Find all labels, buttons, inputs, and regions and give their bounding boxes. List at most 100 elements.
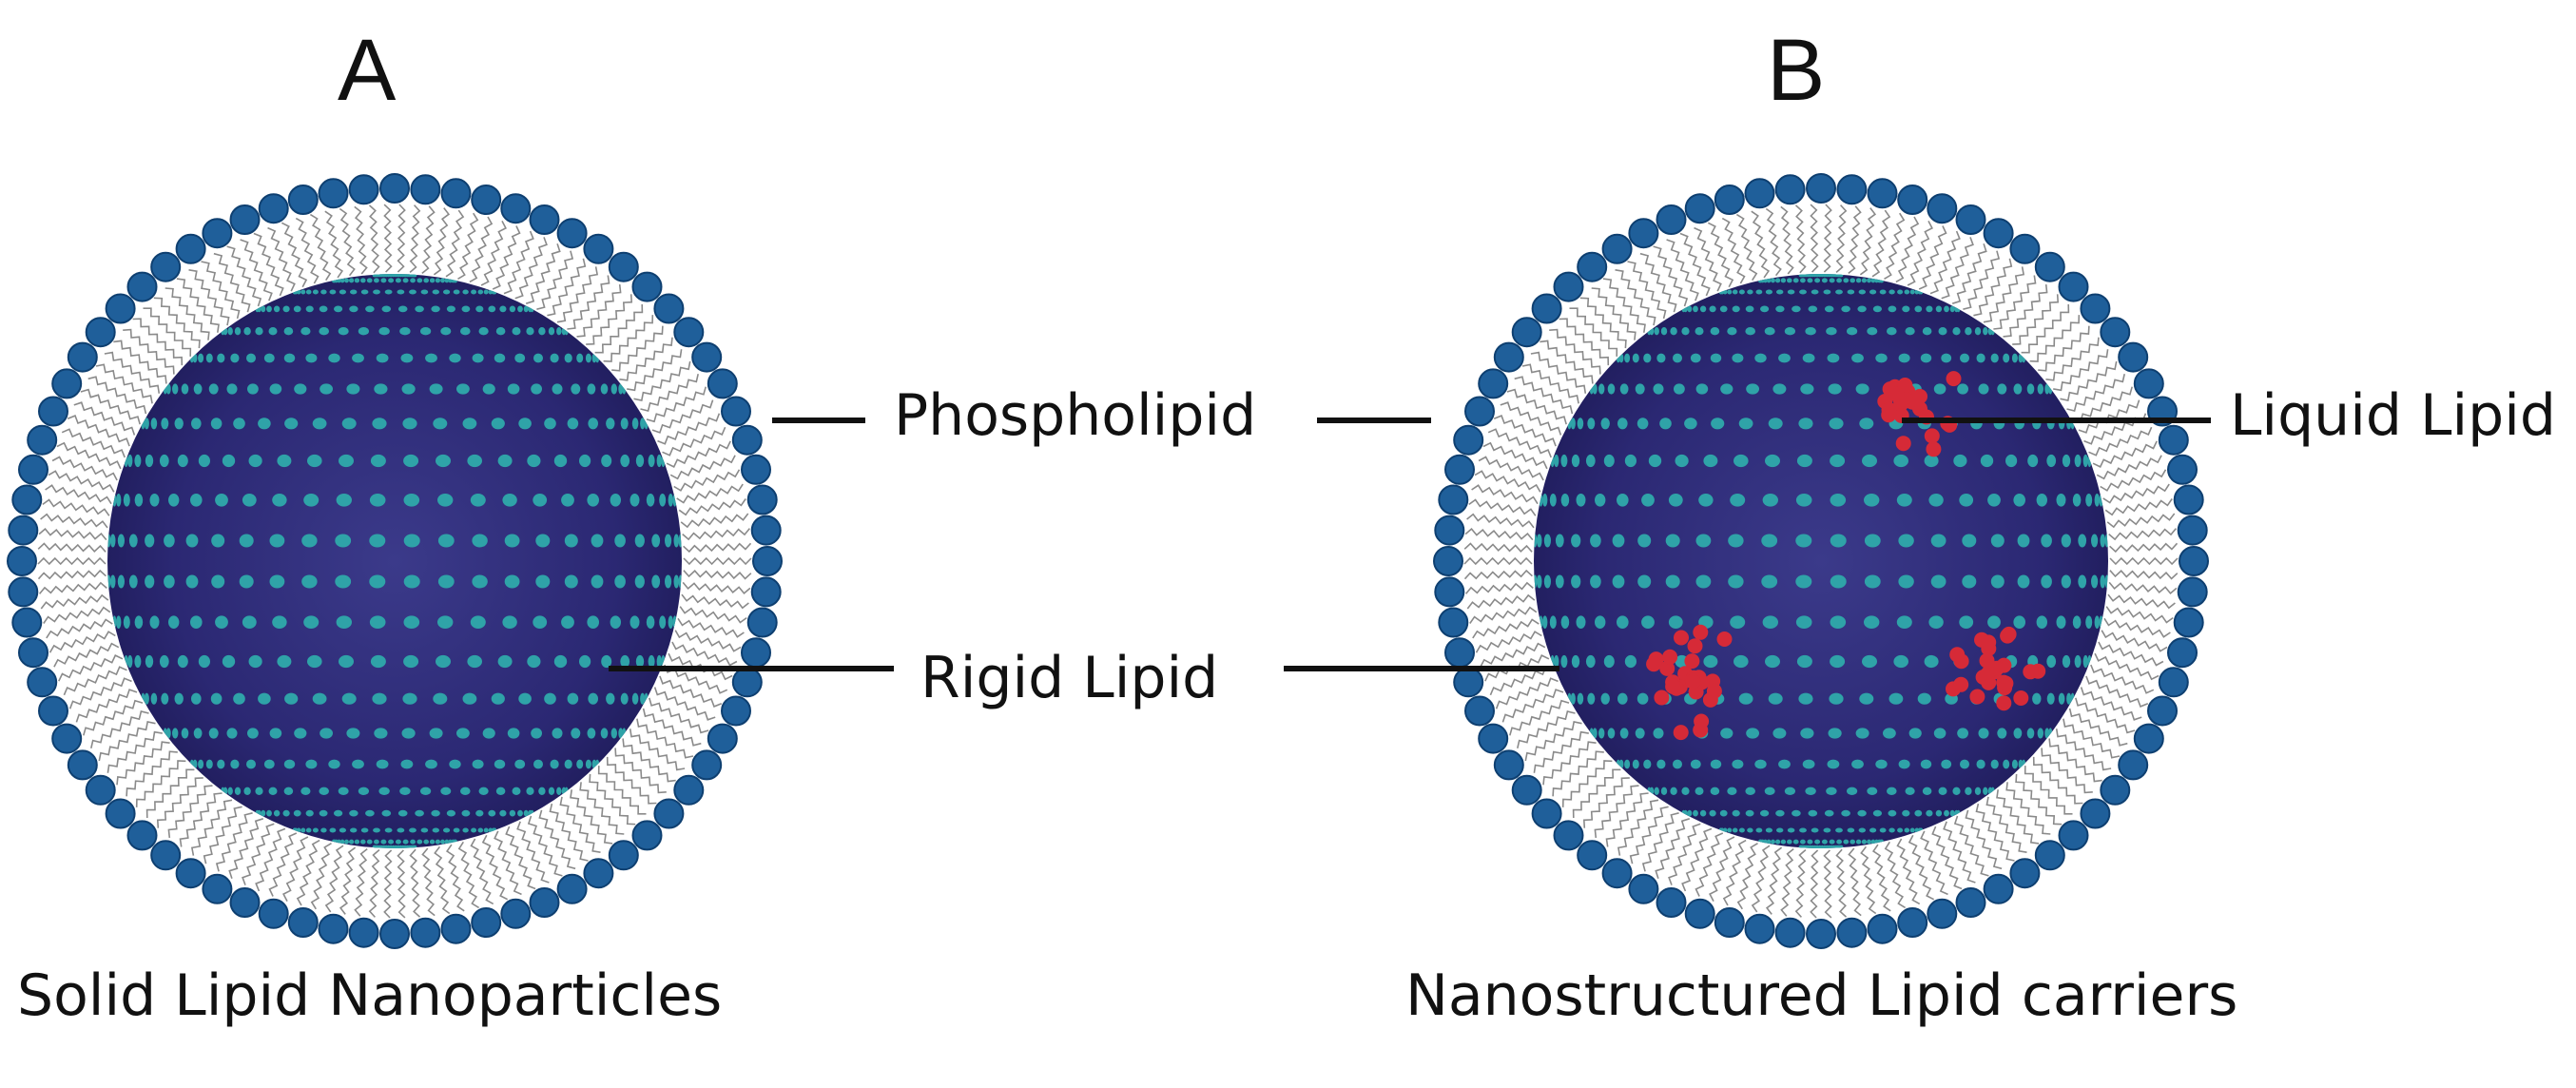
rigid-lipid-dot: [1635, 383, 1645, 395]
rigid-lipid-dot: [1897, 289, 1904, 295]
rigid-lipid-dot: [591, 574, 604, 589]
rigid-lipid-dot: [410, 839, 416, 845]
lipid-tail: [1540, 340, 1594, 384]
lipid-tail: [1895, 216, 1920, 283]
rigid-lipid-dot: [423, 839, 430, 845]
rigid-lipid-dot: [482, 383, 495, 395]
rigid-lipid-dot: [1872, 809, 1882, 817]
rigid-lipid-dot: [429, 728, 443, 739]
lipid-tail: [679, 606, 747, 624]
rigid-lipid-dot: [246, 759, 256, 769]
rigid-lipid-dot: [397, 809, 408, 817]
phospholipid-head: [2133, 368, 2164, 399]
rigid-lipid-dot: [269, 383, 282, 395]
rigid-lipid-dot: [1811, 827, 1819, 833]
phospholipid-head: [318, 178, 349, 209]
lipid-tail: [2103, 617, 2171, 638]
rigid-lipid-dot: [297, 827, 301, 833]
rigid-lipid-dot: [127, 654, 133, 669]
phospholipid-head: [202, 873, 233, 904]
rigid-lipid-dot: [1683, 809, 1688, 817]
rigid-lipid-dot: [2091, 534, 2099, 548]
rigid-lipid-dot: [495, 327, 506, 336]
phospholipid-head: [1434, 515, 1465, 546]
rigid-lipid-dot: [629, 615, 640, 629]
lipid-tail: [2109, 556, 2179, 566]
phospholipid-head: [258, 193, 289, 224]
phospholipid-head: [707, 368, 738, 399]
rigid-lipid-dot: [1643, 353, 1652, 363]
phospholipid-head: [85, 774, 116, 806]
rigid-lipid-dot: [1922, 327, 1932, 336]
rigid-lipid-dot: [488, 289, 493, 295]
rigid-lipid-dot: [620, 454, 630, 468]
lipid-tail: [576, 284, 622, 338]
liquid-lipid-droplet: [1716, 631, 1733, 647]
lipid-tail: [671, 641, 738, 667]
rigid-lipid-dot: [1823, 827, 1831, 833]
rigid-lipid-dot: [1880, 839, 1885, 845]
lipid-tail: [383, 849, 393, 919]
rigid-lipid-dot: [303, 615, 320, 629]
rigid-lipid-dot: [493, 289, 497, 295]
rigid-lipid-dot: [477, 289, 484, 295]
rigid-lipid-dot: [1938, 327, 1947, 336]
rigid-lipid-dot: [1872, 305, 1882, 313]
liquid-lipid-droplet: [1706, 683, 1722, 699]
rigid-lipid-dot: [601, 454, 612, 468]
rigid-lipid-dot: [1821, 278, 1828, 283]
rigid-lipid-dot: [370, 654, 386, 669]
rigid-lipid-dot: [360, 839, 366, 845]
rigid-lipid-dot: [1787, 827, 1795, 833]
liquid-lipid-droplet: [1946, 371, 1962, 387]
rigid-lipid-dot: [454, 839, 458, 845]
rigid-lipid-dot: [1570, 418, 1576, 430]
rigid-lipid-core: [107, 274, 682, 848]
rigid-lipid-dot: [300, 289, 306, 295]
lipid-tail: [556, 266, 599, 323]
lipid-tail: [1591, 287, 1637, 340]
lipid-tail: [87, 376, 147, 415]
rigid-lipid-dot: [635, 654, 645, 669]
rigid-lipid-dot: [1765, 827, 1772, 833]
rigid-lipid-dot: [1738, 418, 1753, 430]
rigid-lipid-dot: [437, 534, 455, 548]
liquid-lipid-droplet: [1662, 649, 1678, 665]
lipid-tail: [503, 230, 534, 295]
lipid-tail: [1920, 830, 1948, 896]
rigid-lipid-dot: [1762, 615, 1779, 629]
phospholipid-head: [18, 454, 48, 485]
rigid-lipid-dot: [1732, 759, 1744, 769]
lipid-tail-layer: [1463, 204, 2179, 919]
liquid-lipid-droplet: [1979, 652, 1995, 669]
lipid-tail: [37, 569, 107, 580]
rigid-lipid-dot: [1839, 274, 1844, 278]
rigid-lipid-dot: [2061, 574, 2071, 589]
rigid-lipid-dot: [443, 289, 451, 295]
rigid-lipid-dot: [494, 353, 506, 363]
lipid-tail: [1985, 796, 2027, 853]
lipid-tail: [1929, 230, 1961, 295]
rigid-lipid-dot: [1764, 787, 1775, 795]
phospholipid-head: [1453, 424, 1484, 456]
rigid-lipid-dot: [339, 454, 354, 468]
liquid-lipid-droplet: [1881, 407, 1897, 423]
rigid-lipid-dot: [1830, 494, 1847, 507]
rigid-lipid-dot: [328, 353, 340, 363]
rigid-lipid-dot: [1875, 759, 1888, 769]
rigid-lipid-dot: [1695, 787, 1704, 795]
rigid-lipid-dot: [668, 615, 673, 629]
lipid-tail: [594, 303, 644, 354]
rigid-lipid-dot: [1732, 809, 1740, 817]
phospholipid-head: [471, 907, 502, 938]
rigid-lipid-dot: [1693, 809, 1698, 817]
rigid-lipid-dot: [1941, 759, 1952, 769]
rigid-lipid-dot: [1835, 827, 1843, 833]
lipid-tail: [538, 809, 576, 870]
rigid-lipid-dot: [283, 787, 294, 795]
rigid-lipid-dot: [1754, 353, 1767, 363]
lipid-tail: [2105, 606, 2174, 624]
rigid-lipid-dot: [1649, 787, 1655, 795]
liquid-lipid-droplet: [1926, 441, 1942, 457]
rigid-lipid-dot: [208, 728, 219, 739]
